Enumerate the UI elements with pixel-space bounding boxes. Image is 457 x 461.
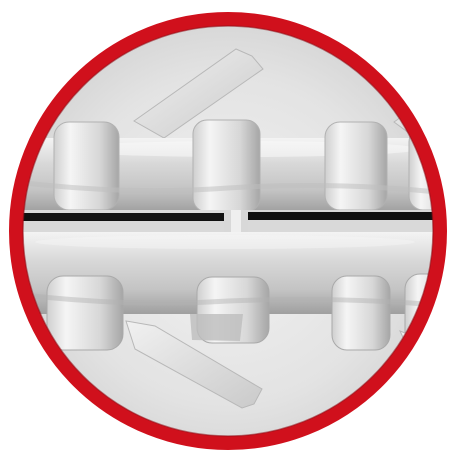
red-ring [9,12,447,450]
